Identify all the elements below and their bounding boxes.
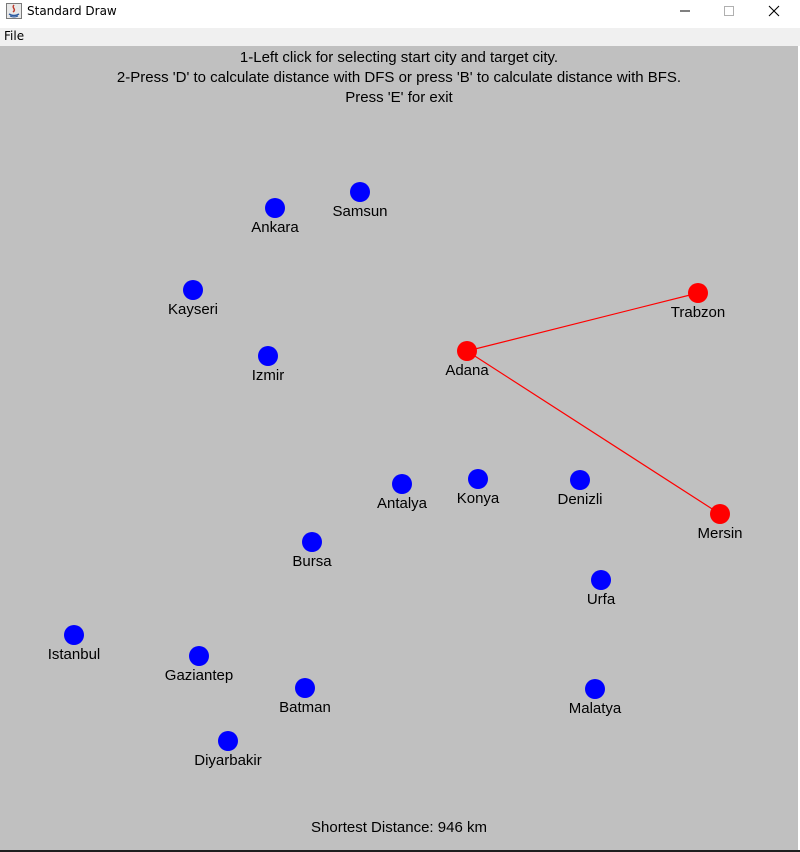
city-node-izmir[interactable]: [258, 346, 278, 366]
close-button[interactable]: [751, 0, 797, 22]
window-title: Standard Draw: [27, 4, 117, 18]
city-batman[interactable]: Batman: [279, 678, 331, 716]
city-label-istanbul: Istanbul: [48, 646, 101, 663]
city-adana[interactable]: Adana: [445, 341, 489, 379]
window-border-bottom: [0, 850, 800, 852]
maximize-button[interactable]: [706, 0, 752, 22]
city-node-bursa[interactable]: [302, 532, 322, 552]
close-icon: [768, 5, 780, 17]
instruction-line-3: Press 'E' for exit: [345, 89, 453, 106]
city-izmir[interactable]: Izmir: [252, 346, 285, 384]
city-label-kayseri: Kayseri: [168, 301, 218, 318]
path-edge-adana-mersin: [466, 350, 721, 515]
city-denizli[interactable]: Denizli: [557, 470, 603, 508]
city-node-batman[interactable]: [295, 678, 315, 698]
city-label-diyarbakir: Diyarbakir: [194, 752, 262, 769]
city-node-ankara[interactable]: [265, 198, 285, 218]
city-node-gaziantep[interactable]: [189, 646, 209, 666]
city-label-batman: Batman: [279, 699, 331, 716]
city-label-bursa: Bursa: [292, 553, 332, 570]
city-mersin[interactable]: Mersin: [697, 504, 743, 542]
city-node-mersin[interactable]: [710, 504, 730, 524]
city-node-konya[interactable]: [468, 469, 488, 489]
shortest-distance-text: Shortest Distance: 946 km: [311, 819, 487, 836]
window-border-right: [798, 46, 800, 850]
title-bar[interactable]: Standard Draw: [0, 0, 800, 22]
city-kayseri[interactable]: Kayseri: [168, 280, 218, 318]
city-urfa[interactable]: Urfa: [587, 570, 616, 608]
city-konya[interactable]: Konya: [457, 469, 500, 507]
draw-canvas[interactable]: 1-Left click for selecting start city an…: [0, 46, 798, 850]
city-node-diyarbakir[interactable]: [218, 731, 238, 751]
city-gaziantep[interactable]: Gaziantep: [165, 646, 233, 684]
city-node-urfa[interactable]: [591, 570, 611, 590]
minimize-button[interactable]: [662, 0, 708, 22]
city-label-mersin: Mersin: [697, 525, 742, 542]
city-node-samsun[interactable]: [350, 182, 370, 202]
city-node-denizli[interactable]: [570, 470, 590, 490]
city-bursa[interactable]: Bursa: [292, 532, 332, 570]
menu-file[interactable]: File: [4, 29, 25, 43]
instruction-line-2: 2-Press 'D' to calculate distance with D…: [116, 69, 682, 86]
city-label-urfa: Urfa: [587, 591, 616, 608]
city-label-samsun: Samsun: [332, 203, 387, 220]
city-diyarbakir[interactable]: Diyarbakir: [194, 731, 262, 769]
city-trabzon[interactable]: Trabzon: [671, 283, 725, 321]
city-node-istanbul[interactable]: [64, 625, 84, 645]
city-samsun[interactable]: Samsun: [332, 182, 388, 220]
city-label-antalya: Antalya: [377, 495, 428, 512]
city-malatya[interactable]: Malatya: [569, 679, 622, 717]
maximize-icon: [724, 6, 734, 16]
city-label-gaziantep: Gaziantep: [165, 667, 233, 684]
minimize-icon: [680, 10, 690, 12]
city-label-ankara: Ankara: [251, 219, 299, 236]
city-label-trabzon: Trabzon: [671, 304, 725, 321]
instruction-line-1: 1-Left click for selecting start city an…: [239, 49, 559, 66]
menu-bar: File: [0, 28, 800, 46]
java-app-icon: [6, 3, 22, 19]
city-ankara[interactable]: Ankara: [251, 198, 299, 236]
city-node-trabzon[interactable]: [688, 283, 708, 303]
city-label-denizli: Denizli: [557, 491, 602, 508]
city-antalya[interactable]: Antalya: [377, 474, 428, 512]
path-edge-trabzon-adana: [466, 292, 699, 352]
path-edges: [466, 292, 721, 515]
city-node-malatya[interactable]: [585, 679, 605, 699]
city-label-malatya: Malatya: [569, 700, 622, 717]
city-label-konya: Konya: [457, 490, 500, 507]
city-node-kayseri[interactable]: [183, 280, 203, 300]
city-label-adana: Adana: [445, 362, 489, 379]
city-node-adana[interactable]: [457, 341, 477, 361]
city-node-antalya[interactable]: [392, 474, 412, 494]
city-label-izmir: Izmir: [252, 367, 285, 384]
city-istanbul[interactable]: Istanbul: [48, 625, 101, 663]
